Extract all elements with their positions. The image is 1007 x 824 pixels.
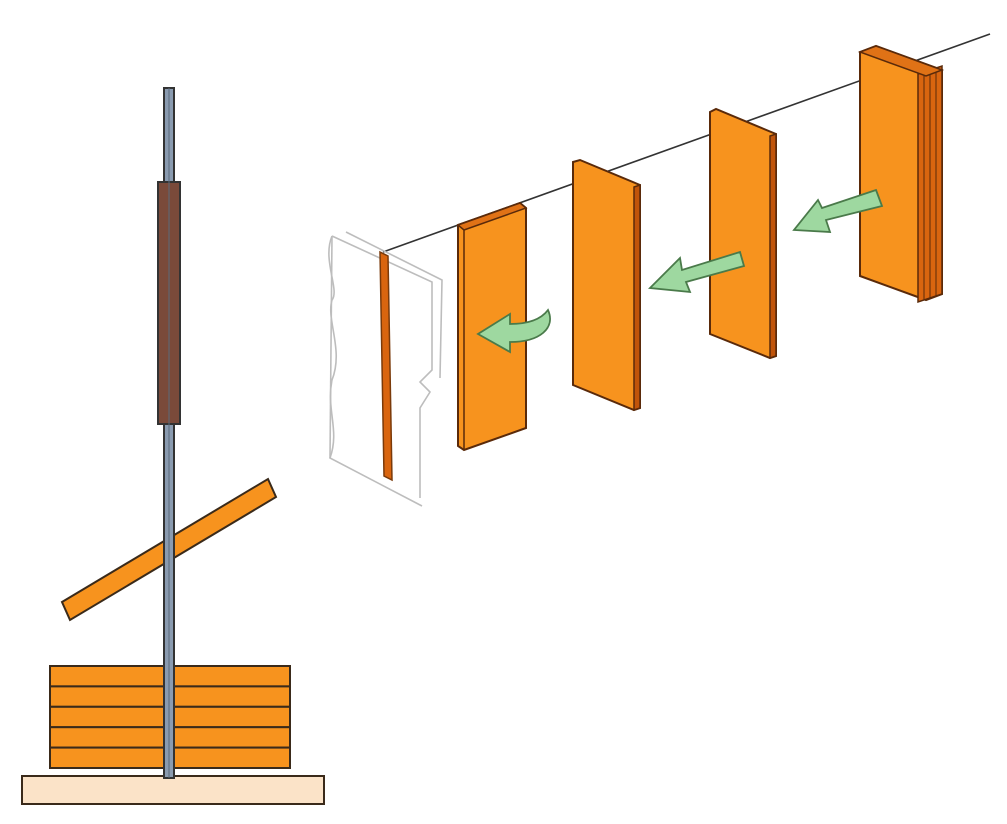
curved-arrow-icon [476,308,551,354]
straight-arrow-icon [648,250,746,294]
plate-2 [572,158,641,412]
straight-arrow-icon [792,188,884,233]
base-plate [21,775,325,805]
right-assembly [328,33,991,507]
plate-3 [709,107,777,360]
thin-plate [379,250,393,482]
frame-outline [328,231,443,507]
left-assembly [21,87,325,805]
plate-stack [49,665,291,769]
plate-stack-right [857,44,945,304]
